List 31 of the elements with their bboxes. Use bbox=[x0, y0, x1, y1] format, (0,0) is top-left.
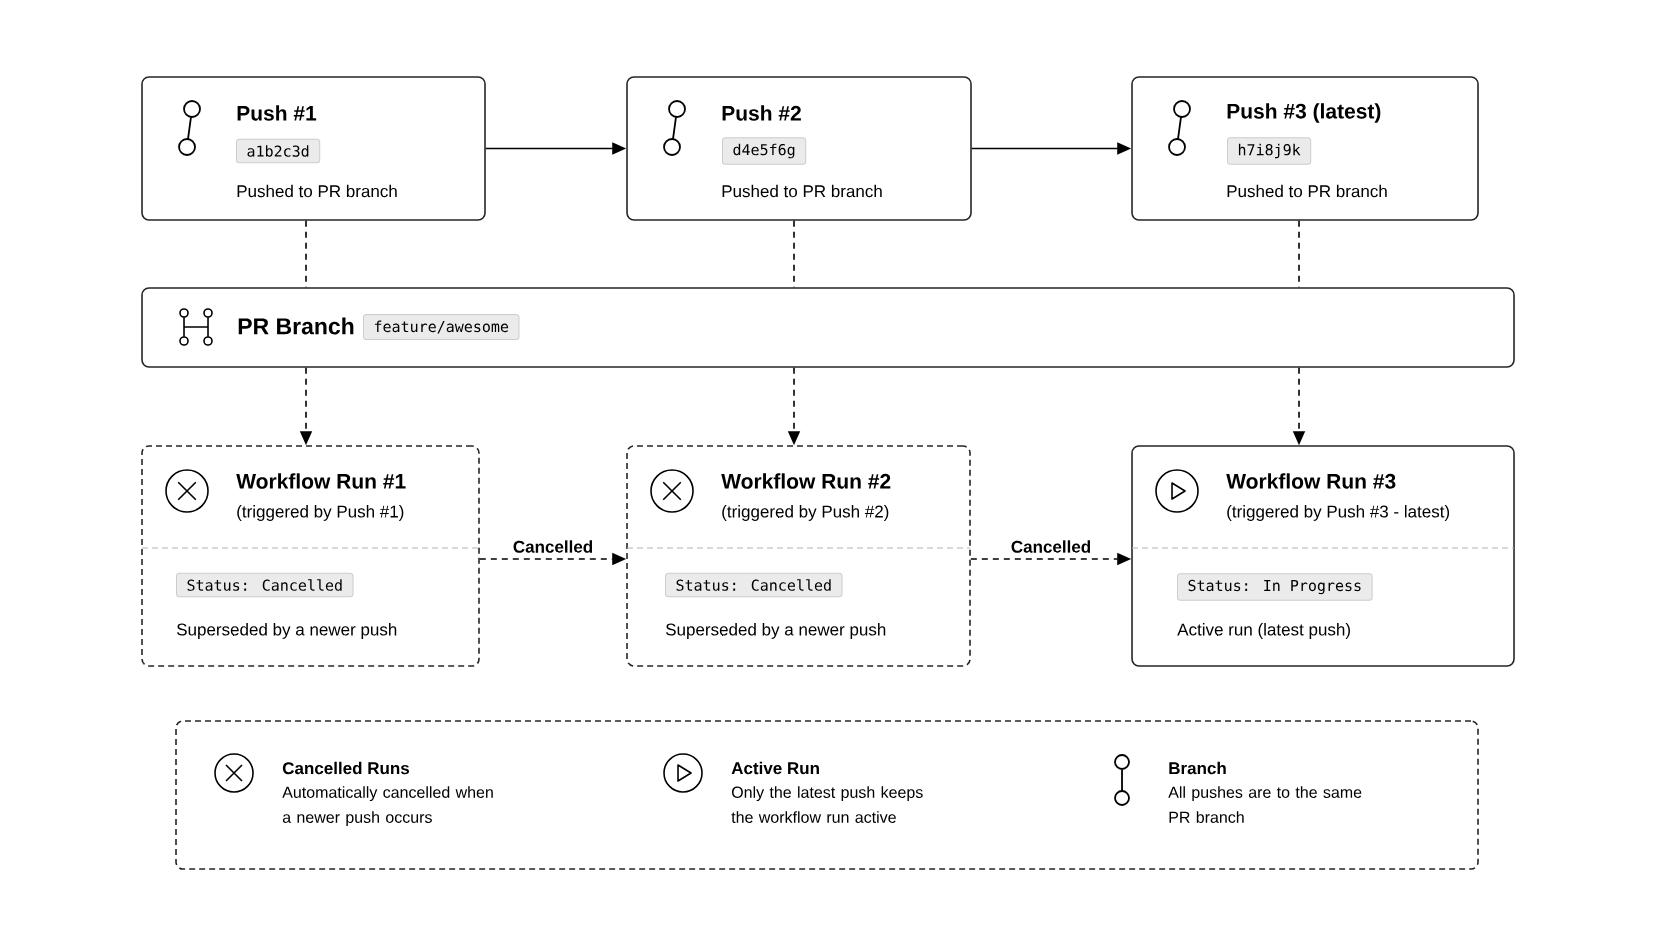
status-chip: Status: Cancelled bbox=[176, 572, 354, 598]
card-subtitle: (triggered by Push #1) bbox=[237, 505, 404, 521]
hash-chip: d4e5f6g bbox=[722, 137, 807, 165]
card-title: Workflow Run #3 bbox=[1226, 473, 1396, 489]
status-chip: Status: In Progress bbox=[1177, 573, 1373, 601]
edge-label: Cancelled bbox=[1011, 540, 1091, 553]
legend-heading: Active Run bbox=[731, 761, 819, 775]
card-subtitle: (triggered by Push #3 - latest) bbox=[1227, 505, 1450, 521]
card-title: Workflow Run #2 bbox=[721, 473, 891, 489]
card-subtitle: (triggered by Push #2) bbox=[722, 505, 889, 521]
card-text: Pushed to PR branch bbox=[1227, 184, 1387, 198]
hash-chip: h7i8j9k bbox=[1227, 137, 1312, 165]
card-text: Superseded by a newer push bbox=[177, 623, 397, 639]
legend-heading: Cancelled Runs bbox=[282, 761, 410, 775]
branch-name-chip: feature/awesome bbox=[363, 314, 520, 340]
legend-text: All pushes are to the same PR branch bbox=[1168, 786, 1362, 823]
card-text: Superseded by a newer push bbox=[666, 623, 886, 639]
card-title: Push #1 bbox=[237, 105, 317, 121]
card-text: Pushed to PR branch bbox=[237, 184, 397, 198]
legend-heading: Branch bbox=[1169, 761, 1226, 775]
status-chip: Status: Cancelled bbox=[665, 572, 843, 598]
card-title: Push #3 (latest) bbox=[1227, 103, 1381, 123]
card-text: Pushed to PR branch bbox=[722, 184, 882, 198]
card-title: PR Branch bbox=[238, 317, 354, 335]
card-title: Workflow Run #1 bbox=[236, 473, 406, 489]
legend-text: Only the latest push keeps the workflow run active bbox=[731, 786, 923, 823]
legend-text: Automatically cancelled when a newer push occurs bbox=[282, 786, 493, 827]
edge-label: Cancelled bbox=[513, 540, 593, 553]
card-text: Active run (latest push) bbox=[1177, 623, 1350, 639]
hash-chip: a1b2c3d bbox=[236, 138, 321, 164]
card-title: Push #2 bbox=[722, 105, 801, 121]
